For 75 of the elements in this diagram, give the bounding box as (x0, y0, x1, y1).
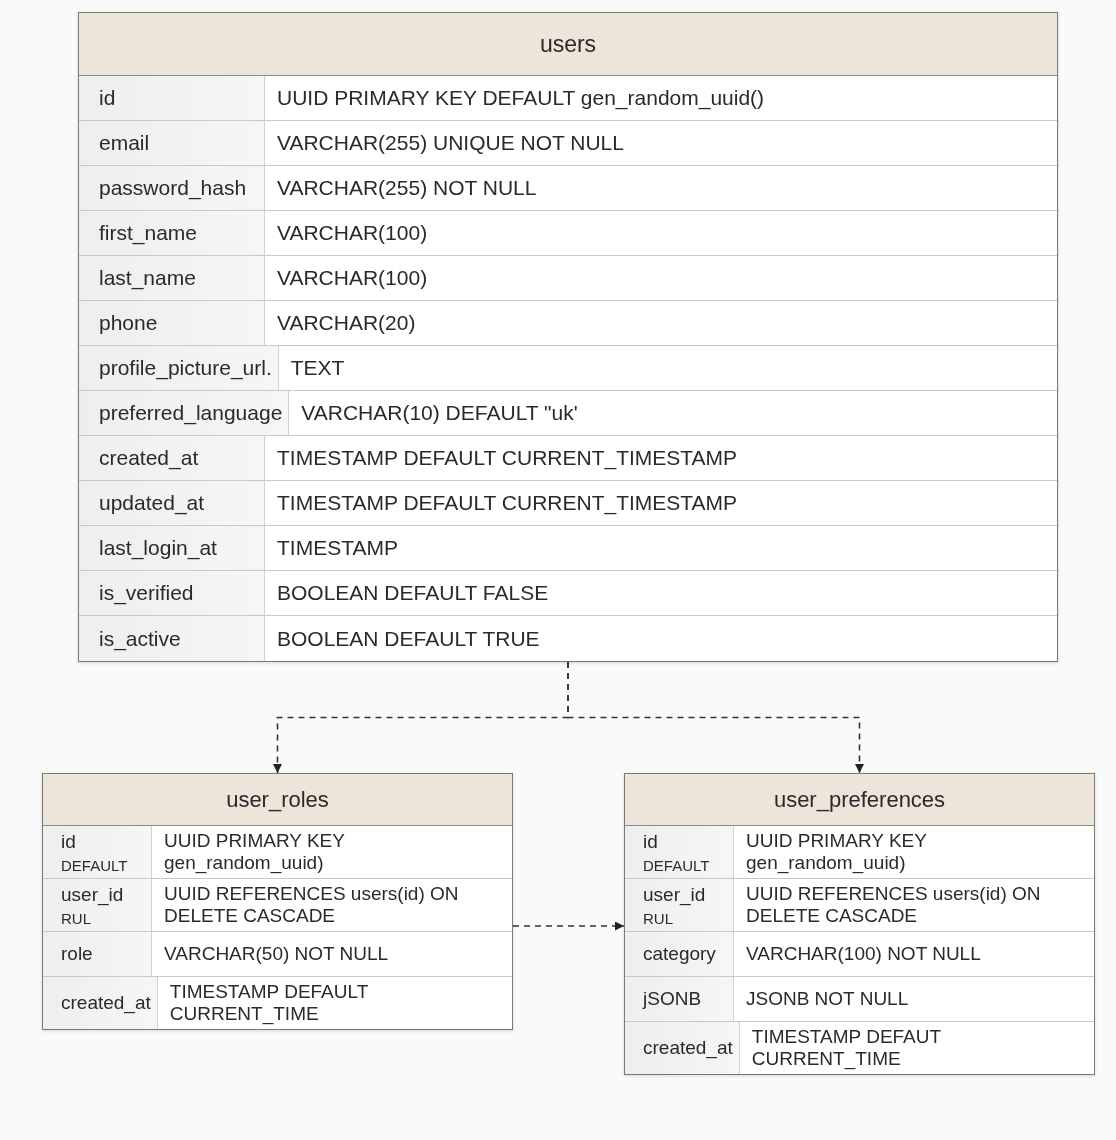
column-type: VARCHAR(255) NOT NULL (276, 175, 538, 201)
table-row (625, 977, 1094, 1022)
table-row (79, 121, 1057, 166)
table-row (79, 346, 1057, 391)
table-row (79, 526, 1057, 571)
column-name: first_name (99, 221, 199, 245)
table-title: user_preferences (773, 786, 946, 813)
column-name: preferred_language (99, 401, 283, 425)
column-name: profile_picture_url. (99, 356, 272, 380)
column-type: TEXT (289, 355, 346, 381)
table-row (79, 76, 1057, 121)
table-title: users (539, 30, 597, 58)
table-row (625, 932, 1094, 977)
column-type: VARCHAR(100) (276, 220, 429, 246)
column-type: VARCHAR(100) (276, 265, 429, 291)
column-name: phone (99, 311, 159, 335)
table-row (79, 391, 1057, 436)
constraint-label: DEFAULT (61, 856, 129, 874)
dashed-arrow (567, 661, 864, 774)
table-row (43, 826, 512, 879)
table-card (624, 773, 1095, 1075)
column-name: created_at (61, 992, 151, 1014)
column-type: TIMESTAMP DEFAULT CURRENT_TIMESTAMP (276, 490, 739, 517)
column-name: email (99, 131, 151, 155)
column-name: id (61, 830, 77, 853)
column-name: is_active (99, 626, 182, 651)
table-title: user_roles (226, 786, 329, 813)
constraint-label: DEFAULT (643, 856, 711, 874)
column-name: last_name (99, 266, 197, 290)
column-type: TIMESTAMP DEFAULT CURRENT_TIMESTAMP (276, 445, 739, 472)
table-row (79, 256, 1057, 301)
column-type: TIMESTAMP DEFAUT CURRENT_TIME (750, 1025, 942, 1072)
table-card (78, 12, 1058, 662)
column-type: TIMESTAMP DEFAULT CURRENT_TIME (168, 980, 369, 1027)
table-row (79, 166, 1057, 211)
column-name: password_hash (99, 176, 248, 200)
column-type: VARCHAR(10) DEFAULT "uk' (300, 400, 579, 426)
table-row (79, 481, 1057, 526)
table-card (42, 773, 513, 1030)
table-row (625, 879, 1094, 932)
table-row (79, 301, 1057, 346)
column-type: BOOLEAN DEFAULT TRUE (276, 625, 541, 652)
column-type: UUID REFERENCES users(id) ON DELETE CASCADE (745, 882, 1042, 928)
column-name: last_login_at (99, 536, 218, 560)
table-row (43, 879, 512, 932)
column-name: jSONB (643, 988, 703, 1010)
column-name: user_id (643, 883, 707, 906)
column-name: role (61, 943, 94, 965)
column-type: VARCHAR(255) UNIQUE NOT NULL (276, 130, 625, 156)
column-type: JSONB NOT NULL (745, 987, 910, 1011)
column-type: VARCHAR(50) NOT NULL (163, 942, 390, 966)
column-type: BOOLEAN DEFAULT FALSE (276, 580, 550, 606)
constraint-label: RUL (61, 909, 92, 927)
column-type: VARCHAR(100) NOT NULL (745, 942, 982, 966)
table-row (79, 211, 1057, 256)
column-type: VARCHAR(20) (276, 310, 417, 336)
column-name: is_verified (99, 581, 195, 605)
column-type: UUID PRIMARY KEY DEFAULT gen_random_uuid() (276, 85, 766, 112)
column-name: user_id (61, 883, 125, 906)
constraint-label: RUL (643, 909, 674, 927)
column-type: UUID REFERENCES users(id) ON DELETE CASCADE (163, 882, 460, 928)
table-row (79, 571, 1057, 616)
column-name: id (643, 830, 659, 853)
table-row (625, 826, 1094, 879)
column-name: created_at (643, 1037, 733, 1059)
column-name: updated_at (99, 491, 206, 515)
column-name: created_at (99, 446, 200, 470)
column-name: category (643, 943, 717, 965)
table-row (43, 932, 512, 977)
column-type: TIMESTAMP (276, 535, 399, 561)
column-name: id (99, 86, 117, 110)
column-type: UUID PRIMARY KEY gen_random_uuid) (745, 829, 928, 876)
column-type: UUID PRIMARY KEY gen_random_uuid) (163, 829, 346, 876)
table-row (79, 436, 1057, 481)
dashed-arrow (512, 921, 625, 931)
